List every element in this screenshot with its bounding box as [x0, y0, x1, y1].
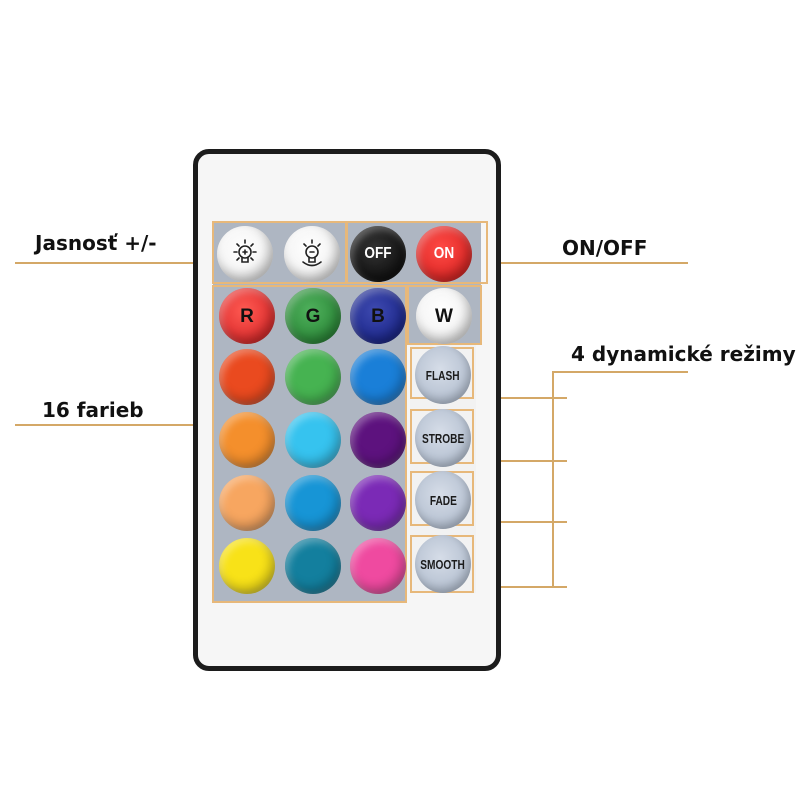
on-off-label: ON/OFF — [562, 236, 648, 260]
color-button-2[interactable] — [285, 349, 341, 405]
color-button-1[interactable] — [219, 349, 275, 405]
color-button-4[interactable] — [219, 412, 275, 468]
brightness-down-button[interactable] — [284, 226, 340, 282]
on-off-leader-line — [488, 262, 688, 264]
bulb-minus-icon — [295, 237, 329, 271]
green-button-label: G — [305, 305, 321, 327]
flash-button-label: FLASH — [426, 367, 460, 383]
modes-leader-line-top — [553, 371, 688, 373]
green-button[interactable]: G — [285, 288, 341, 344]
colors-leader-line — [15, 424, 213, 426]
red-button-label: R — [240, 305, 254, 327]
strobe-button[interactable]: STROBE — [415, 409, 471, 467]
color-button-3[interactable] — [350, 349, 406, 405]
on-button-label: ON — [433, 245, 455, 262]
mode-connector-smooth — [472, 586, 567, 588]
off-button-label: OFF — [364, 245, 392, 262]
flash-button[interactable]: FLASH — [415, 346, 471, 404]
red-button[interactable]: R — [219, 288, 275, 344]
brightness-up-button[interactable] — [217, 226, 273, 282]
color-button-11[interactable] — [285, 538, 341, 594]
power-frame — [346, 221, 488, 284]
color-button-10[interactable] — [219, 538, 275, 594]
color-button-5[interactable] — [285, 412, 341, 468]
mode-connector-flash — [472, 397, 567, 399]
modes-label: 4 dynamické režimy — [571, 342, 796, 366]
fade-button-label: FADE — [429, 492, 457, 508]
strobe-button-label: STROBE — [421, 430, 465, 446]
color-button-6[interactable] — [350, 412, 406, 468]
color-button-8[interactable] — [285, 475, 341, 531]
color-button-12[interactable] — [350, 538, 406, 594]
color-button-7[interactable] — [219, 475, 275, 531]
off-button[interactable]: OFF — [350, 226, 406, 282]
modes-leader-line-vertical — [552, 371, 554, 588]
white-button[interactable]: W — [416, 288, 472, 344]
brightness-label: Jasnosť +/- — [35, 231, 157, 255]
mode-connector-strobe — [472, 460, 567, 462]
blue-button[interactable]: B — [350, 288, 406, 344]
on-button[interactable]: ON — [416, 226, 472, 282]
fade-button[interactable]: FADE — [415, 471, 471, 529]
white-button-label: W — [435, 305, 453, 327]
colors-label: 16 farieb — [42, 398, 144, 422]
color-button-9[interactable] — [350, 475, 406, 531]
smooth-button[interactable]: SMOOTH — [415, 535, 471, 593]
blue-button-label: B — [371, 305, 385, 327]
mode-connector-fade — [472, 521, 567, 523]
smooth-button-label: SMOOTH — [420, 556, 466, 572]
colors-frame — [212, 285, 407, 603]
brightness-leader-line — [15, 262, 213, 264]
rgbw-frame — [407, 285, 482, 345]
bulb-plus-icon — [228, 237, 262, 271]
